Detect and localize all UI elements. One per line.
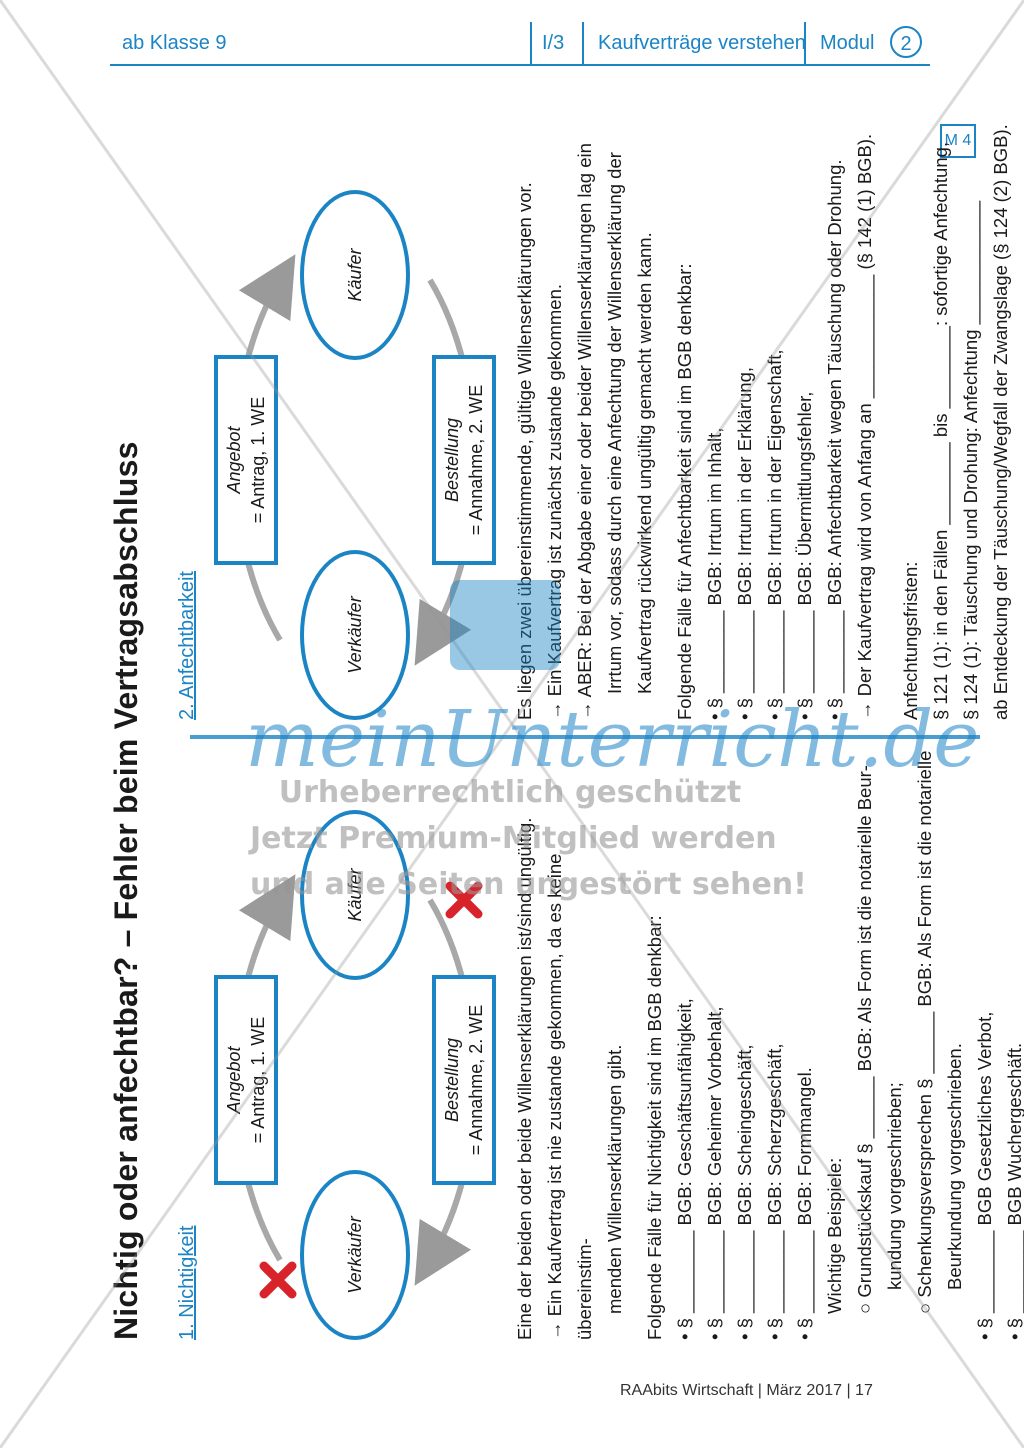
offer-desc: = Antrag, 1. WE [248,396,268,524]
section-anfechtbarkeit-heading: 2. Anfechtbarkeit [176,571,198,720]
rotated-content: Nichtig oder anfechtbar? – Fehler beim V… [100,120,1024,1420]
offer-box: Angebot = Antrag, 1. WE [214,975,278,1185]
header-topic: Kaufverträge verstehen [598,32,806,54]
offer-label: Angebot [224,426,244,494]
deadline-line: § 124 (1): Täuschung und Drohung: Anfech… [960,200,981,720]
diagram-anfechtbarkeit: Verkäufer Käufer Angebot = Antrag, 1. WE… [210,180,500,740]
example-line: ○ Schenkungsversprechen § ______ BGB: Al… [914,750,935,1314]
examples-title: Wichtige Beispiele: [824,1157,845,1314]
offer-box: Angebot = Antrag, 1. WE [214,355,278,565]
example-line: ○ Grundstückskauf § ______ BGB: Als Form… [854,765,875,1314]
watermark-line: Jetzt Premium-Mitglied werden [250,821,777,856]
list-item: • § ________ BGB: Anfechtbarkeit wegen T… [824,159,845,721]
invalid-cross-icon [259,1261,297,1299]
page-footer: RAAbits Wirtschaft | März 2017 | 17 [620,1382,873,1399]
list-item: • § ________ BGB: Übermittlungsfehler, [794,391,815,720]
header-class: ab Klasse 9 [122,32,227,54]
header-modul: Modul [820,32,875,54]
list-item: • § ________ BGB: Formmangel. [794,1067,815,1340]
order-label: Bestellung [442,417,462,503]
order-desc: = Annahme, 2. WE [466,1004,486,1156]
offer-label: Angebot [224,1046,244,1114]
watermark-line: und alle Seiten ungestört sehen! [250,867,807,902]
example-line: kundung vorgeschrieben; [884,1082,905,1290]
deadline-line: § 121 (1): in den Fällen ________ bis __… [930,141,951,720]
page-title: Nichtig oder anfechtbar? – Fehler beim V… [108,441,144,1340]
anfechtbarkeit-arrow-line: Irrtum vor, sodass durch eine Anfechtung… [604,152,625,694]
order-desc: = Annahme, 2. WE [466,384,486,536]
example-line: Beurkundung vorgeschrieben. [944,1043,965,1290]
list-item: • § ________ BGB: Irrtum in der Erklärun… [734,366,755,720]
anfechtbarkeit-cases-title: Folgende Fälle für Anfechtbarkeit sind i… [674,263,695,720]
diagram-nichtigkeit: Verkäufer Käufer Angebot = Antrag, 1. WE… [210,800,500,1360]
header-divider [804,22,806,66]
list-item: • § ________ BGB Gesetzliches Verbot, [974,1011,995,1340]
anfechtbarkeit-arrow-line: Kaufvertrag rückwirkend ungültig gemacht… [634,232,655,694]
order-box: Bestellung = Annahme, 2. WE [432,975,496,1185]
watermark-rule [190,735,980,739]
header-divider [530,22,532,66]
watermark-line: Urheberrechtlich geschützt [278,775,742,810]
buyer-node: Käufer [300,190,410,360]
invalid-cross-icon [445,881,483,919]
list-item: • § ________ BGB: Irrtum in der Eigensch… [764,349,785,720]
list-item: • § ________ BGB: Irrtum im Inhalt, [704,427,725,720]
header-rule [110,64,930,66]
deadlines-title: Anfechtungsfristen: [900,561,921,720]
anfechtbarkeit-arrow-line: → ABER: Bei der Abgabe einer oder beider… [574,143,595,720]
list-item: • § ________ BGB Wuchergeschäft. [1004,1042,1024,1340]
header-code: I/3 [542,32,565,54]
offer-desc: = Antrag, 1. WE [248,1016,268,1144]
watermark-briefcase-icon [450,580,560,670]
page-header: ab Klasse 9 I/3 Kaufverträge verstehen M… [110,22,930,66]
order-label: Bestellung [442,1037,462,1123]
seller-node: Verkäufer [300,1170,410,1340]
deadline-line: ab Entdeckung der Täuschung/Wegfall der … [990,124,1011,720]
anfechtbarkeit-text: Es liegen zwei übereinstimmende, gültige… [510,120,1016,720]
watermark-notice: Urheberrechtlich geschützt Jetzt Premium… [250,770,807,908]
header-divider [582,22,584,66]
section-nichtigkeit-heading: 1. Nichtigkeit [176,1225,198,1341]
modul-number: 2 [890,26,922,58]
watermark-brand: meinUnterricht.de [245,695,980,785]
material-tag: M 4 [940,124,976,158]
order-box: Bestellung = Annahme, 2. WE [432,355,496,565]
anfechtbarkeit-result: → Der Kaufvertrag wird von Anfang an ___… [854,133,875,720]
